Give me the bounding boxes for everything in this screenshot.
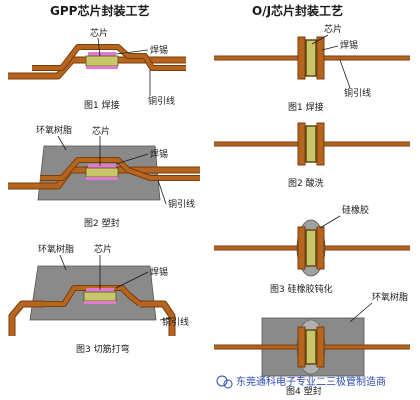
gpp3-lead-label: 铜引线: [162, 316, 189, 328]
gpp2-chip-label: 芯片: [92, 125, 110, 137]
gpp1-solder-label: 焊锡: [150, 44, 168, 56]
oj3-caption: 图3 硅橡胶钝化: [270, 283, 333, 295]
oj3-chip: [305, 229, 317, 267]
gpp-fig3: 环氧树脂 芯片 焊锡 铜引线 图3 切筋打弯: [8, 243, 189, 355]
oj4-chip: [305, 329, 317, 365]
oj4-epoxy-label: 环氧树脂: [372, 291, 408, 303]
oj-fig2: 图2 酸洗: [214, 122, 410, 189]
gpp1-chip: [85, 55, 119, 67]
oj1-lead-label: 铜引线: [344, 87, 371, 99]
watermark: 东莞通科电子专业二三极管制造商: [216, 375, 386, 389]
oj3-silicone-label: 硅橡胶: [342, 204, 369, 216]
gpp3-solder-label: 焊锡: [150, 266, 168, 278]
wechat-icon: [216, 375, 228, 387]
gpp2-chip: [85, 167, 119, 178]
gpp2-caption: 图2 塑封: [84, 217, 120, 229]
gpp1-chip-label: 芯片: [90, 27, 108, 39]
gpp1-caption: 图1 焊接: [84, 99, 120, 111]
gpp1-solder-bottom: [86, 66, 118, 69]
oj1-cap-left: [297, 36, 306, 80]
oj1-cap-right: [316, 36, 325, 80]
gpp2-solder-label: 焊锡: [150, 148, 168, 160]
gpp2-lead-label: 铜引线: [168, 198, 195, 210]
watermark-text: 东莞通科电子专业二三极管制造商: [236, 375, 386, 388]
gpp-fig1: 芯片 焊锡 铜引线 图1 焊接: [8, 27, 186, 111]
left-title: GPP芯片封装工艺: [50, 3, 149, 18]
gpp1-solder-top: [88, 52, 116, 56]
oj1-solder-label: 焊锡: [340, 39, 358, 51]
oj2-chip: [305, 125, 317, 163]
gpp3-caption: 图3 切筋打弯: [76, 343, 130, 355]
right-title: O/J芯片封装工艺: [252, 3, 343, 18]
oj1-chip: [305, 39, 317, 77]
oj-fig1: 芯片 焊锡 铜引线 图1 焊接: [214, 23, 410, 113]
gpp1-lead-label: 铜引线: [148, 95, 175, 107]
oj4-caption: 图4 塑封: [286, 385, 322, 397]
oj2-caption: 图2 酸洗: [288, 177, 324, 189]
gpp-fig2: 环氧树脂 芯片 焊锡 铜引线 图2 塑封: [8, 124, 200, 229]
oj1-caption: 图1 焊接: [288, 101, 324, 113]
oj-fig4: 环氧树脂 图4 塑封: [214, 291, 410, 397]
gpp3-chip-label: 芯片: [94, 243, 112, 255]
gpp3-chip: [83, 291, 117, 302]
gpp3-epoxy-label: 环氧树脂: [38, 243, 74, 255]
oj-fig3: 硅橡胶 图3 硅橡胶钝化: [214, 204, 410, 295]
gpp2-epoxy-label: 环氧树脂: [36, 124, 72, 136]
oj1-chip-label: 芯片: [324, 23, 342, 35]
